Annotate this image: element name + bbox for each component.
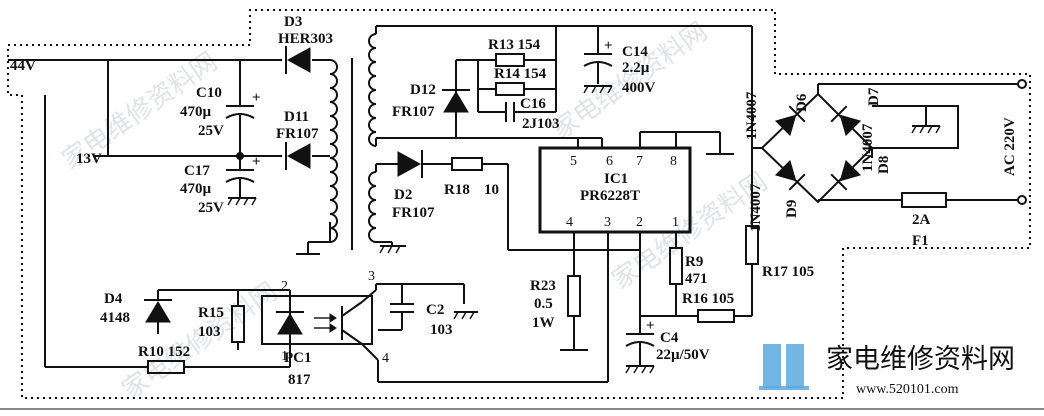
- c10-value: 470µ: [180, 104, 212, 120]
- ic1-pin-5: 5: [570, 154, 577, 169]
- f1-name: F1: [912, 233, 929, 249]
- ic1-pin-6: 6: [606, 154, 613, 169]
- r15-value: 103: [198, 324, 221, 340]
- r13-label: R13 154: [488, 37, 541, 53]
- d4-name: D4: [104, 291, 123, 307]
- diode-d3: [285, 46, 311, 74]
- d3-part: HER303: [278, 31, 333, 47]
- feedback-section: D4 4148 R15 103 R10 152 2 1: [100, 269, 608, 388]
- c14-value: 2.2µ: [622, 60, 650, 76]
- r15-name: R15: [198, 305, 224, 321]
- c4-name: C4: [660, 330, 679, 346]
- c10-name: C10: [196, 85, 222, 101]
- primary-section: D12 FR107 R13 154 R14 154 C16 2J103 + C1…: [368, 25, 814, 316]
- watermark-text-3: 家电维修资料网: [117, 277, 283, 406]
- ic1-pin-8: 8: [670, 154, 677, 169]
- c17-voltage: 25V: [198, 200, 224, 216]
- c16-value: 2J103: [522, 116, 560, 132]
- pc1-part: 817: [288, 372, 311, 388]
- svg-text:+: +: [252, 154, 261, 170]
- secondary-section: 44V 13V + + C10 470µ 25V C17 470: [8, 14, 353, 368]
- bridge-rectifier: 1N4007 D6 D7 1N4007 D8 1N4007 D9 AC 220V…: [744, 79, 1027, 249]
- d11-part: FR107: [276, 126, 319, 142]
- r23-value: 0.5: [534, 296, 553, 312]
- pc1-pin-2: 2: [281, 279, 288, 294]
- ic1-pin-3: 3: [604, 215, 611, 230]
- ic1-pin-4: 4: [566, 215, 573, 230]
- label-ac-220v: AC 220V: [1002, 117, 1018, 176]
- diode-d12: [442, 89, 470, 113]
- ic1-part: PR6228T: [580, 188, 640, 204]
- d6-part: 1N4007: [744, 91, 760, 140]
- label-13v: 13V: [76, 151, 102, 167]
- d9-name: D9: [784, 200, 800, 218]
- ic1-pin-2: 2: [636, 215, 643, 230]
- c17-name: C17: [184, 163, 210, 179]
- aux-winding: D2 FR107 R18 10: [368, 150, 640, 254]
- watermark-logo: [759, 344, 809, 390]
- r9-value: 471: [685, 271, 708, 287]
- label-44v: 44V: [10, 58, 36, 74]
- pc1-pin-4: 4: [382, 351, 389, 366]
- d8-name: D8: [876, 156, 892, 174]
- ic1-name: IC1: [604, 171, 628, 187]
- watermark-brand: 家电维修资料网: [826, 344, 1015, 374]
- d3-name: D3: [284, 14, 302, 30]
- pc1-pin-3: 3: [368, 269, 375, 284]
- ic1-pin-1: 1: [672, 215, 679, 230]
- r10-label: R10 152: [138, 344, 190, 360]
- diode-d2: [397, 150, 423, 178]
- watermark-url: www.520101.com: [856, 382, 959, 397]
- boundary-outline: [7, 9, 1031, 399]
- d4-part: 4148: [100, 310, 130, 326]
- d11-name: D11: [284, 109, 309, 125]
- r18-name: R18: [444, 182, 470, 198]
- r17-label: R17 105: [762, 264, 814, 280]
- c2-name: C2: [426, 302, 444, 318]
- ic1-pin-7: 7: [636, 154, 643, 169]
- d6-name: D6: [794, 93, 810, 112]
- r16-label: R16 105: [682, 291, 734, 307]
- d9-part: 1N4007: [748, 183, 764, 232]
- d2-part: FR107: [392, 205, 435, 221]
- c4-value: 22µ/50V: [656, 347, 710, 363]
- r23-name: R23: [530, 278, 556, 294]
- resistor-r23: [560, 275, 588, 351]
- f1-value: 2A: [912, 212, 931, 228]
- d12-name: D12: [410, 82, 436, 98]
- d12-part: FR107: [392, 104, 435, 120]
- svg-text:+: +: [646, 318, 655, 334]
- c16-name: C16: [520, 96, 546, 112]
- r9-name: R9: [685, 254, 703, 270]
- d2-name: D2: [394, 187, 412, 203]
- c14-name: C14: [622, 44, 648, 60]
- c17-value: 470µ: [180, 181, 212, 197]
- svg-text:+: +: [252, 90, 261, 106]
- r23-power: 1W: [532, 315, 555, 331]
- r18-value: 10: [484, 182, 499, 198]
- pc1-name: PC1: [284, 350, 312, 366]
- c2-value: 103: [430, 322, 453, 338]
- pc1-pin-1: 1: [281, 349, 288, 364]
- ic1-pr6228t: 5 6 7 8 IC1 PR6228T 4 3 2 1: [538, 131, 734, 382]
- r14-label: R14 154: [494, 66, 547, 82]
- c14-voltage: 400V: [622, 80, 656, 96]
- c10-voltage: 25V: [198, 123, 224, 139]
- d7-name: D7: [866, 87, 882, 106]
- diode-d11: [285, 142, 311, 170]
- d7-part: 1N4007: [860, 123, 876, 172]
- svg-text:+: +: [604, 38, 613, 54]
